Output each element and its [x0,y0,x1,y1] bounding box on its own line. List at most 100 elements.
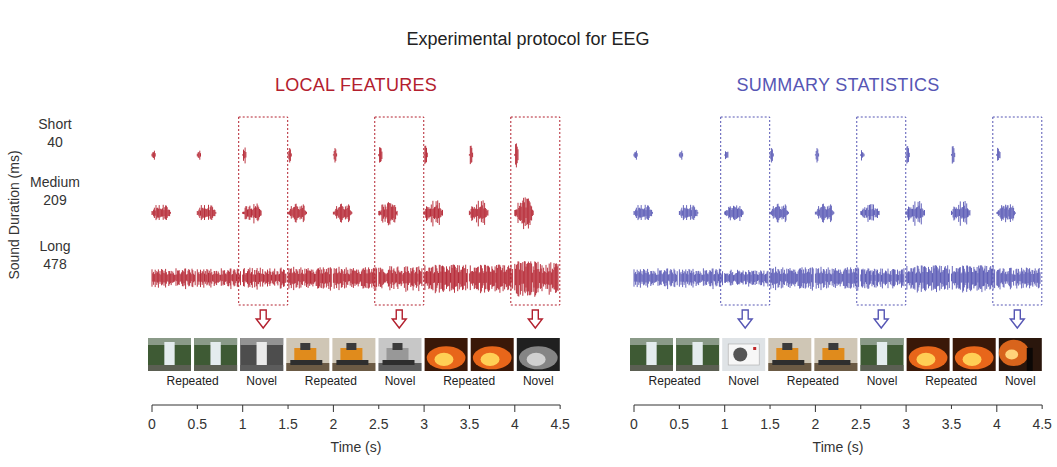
thumbnail-part [999,338,1042,371]
thumbnail-part [346,343,356,350]
condition-label: Novel [523,375,554,388]
condition-label: Repeated [167,375,219,388]
thumbnail-part [768,338,811,371]
thumbnail-part [527,353,546,366]
tick-label: 0 [148,417,156,432]
condition-label: Repeated [443,375,495,388]
axis-tick [469,405,470,409]
row-label: Medium [30,175,80,190]
thumbnail-part [782,343,792,350]
waveform [152,261,558,297]
thumbnail-part [240,338,283,371]
thumbnail-part [630,338,673,371]
time-axis [634,405,1042,406]
axis-tick [242,405,243,412]
axis-tick [770,405,771,409]
thumbnail-part [194,338,237,371]
axis-tick [424,405,425,412]
thumbnail-part [776,348,798,362]
tick-label: 3 [902,417,910,432]
thumbnail-part [953,338,996,371]
thumbnail-part [963,353,982,366]
tick-label: 2.5 [851,417,870,432]
novel-highlight [511,117,560,305]
tick-label: 3.5 [460,417,479,432]
thumbnail-part [286,338,329,371]
tick-label: 3.5 [942,417,961,432]
axis-tick [860,405,861,409]
thumbnail-part [240,365,283,371]
thumbnail-part [722,338,765,371]
thumbnail-part [473,346,512,369]
thumbnail-part [481,353,500,366]
thumbnail-part [1005,350,1018,360]
thumbnail-part [999,340,1029,366]
panel-title: LOCAL FEATURES [275,76,437,96]
tick-label: 2 [811,417,819,432]
tick-label: 4.5 [1032,417,1051,432]
down-arrow [738,310,752,328]
thumbnail-part [818,360,850,365]
condition-label: Novel [246,375,277,388]
tick-label: 0.5 [188,417,207,432]
waveform [634,265,1040,292]
novel-highlight [857,117,906,305]
row-value: 478 [43,257,66,272]
thumbnail-part [425,338,468,371]
thumbnail-part [383,360,415,365]
novel-highlight [721,117,770,305]
axis-tick [288,405,289,409]
thumbnail-part [294,348,316,362]
waveform [152,143,518,167]
thumbnail-part [387,348,409,362]
thumbnail-part [733,348,747,362]
thumbnail-part [517,338,560,371]
condition-label: Novel [385,375,416,388]
tick-label: 1 [239,417,247,432]
condition-label: Repeated [787,375,839,388]
novel-highlight [993,117,1042,305]
thumbnail-part [148,338,191,371]
novel-highlight [239,117,288,305]
tick-label: 1.5 [760,417,779,432]
thumbnail-part [630,365,673,371]
thumbnail-part [907,338,950,371]
panel-title: SUMMARY STATISTICS [736,76,939,96]
condition-label: Repeated [649,375,701,388]
thumbnail-part [728,344,759,365]
novel-highlight [375,117,424,305]
waveform [152,197,533,229]
waveform [634,146,1000,164]
tick-label: 1 [721,417,729,432]
thumbnail-part [955,346,994,369]
axis-title: Time (s) [813,440,864,455]
tick-label: 4.5 [550,417,569,432]
tick-label: 0.5 [670,417,689,432]
waveform [634,201,1015,226]
thumbnail-part [772,360,804,365]
down-arrow [528,310,542,328]
thumbnail-part [1027,348,1033,371]
axis-tick [996,405,997,412]
axis-tick [906,405,907,412]
time-axis [152,405,560,406]
thumbnail-part [861,365,904,371]
thumbnail-part [909,346,948,369]
tick-label: 1.5 [278,417,297,432]
tick-label: 2 [329,417,337,432]
tick-label: 0 [630,417,638,432]
thumbnail-part [916,353,935,366]
thumbnail-part [471,338,514,371]
thumbnail-part [676,365,719,371]
thumbnail-part [822,348,844,362]
axis-title: Sound Duration (ms) [7,150,22,279]
row-value: 40 [47,135,63,150]
condition-label: Novel [728,375,759,388]
condition-label: Novel [1005,375,1036,388]
axis-title: Time (s) [331,440,382,455]
row-label: Short [38,117,71,132]
thumbnail-part [427,346,466,369]
thumbnail-part [300,343,310,350]
